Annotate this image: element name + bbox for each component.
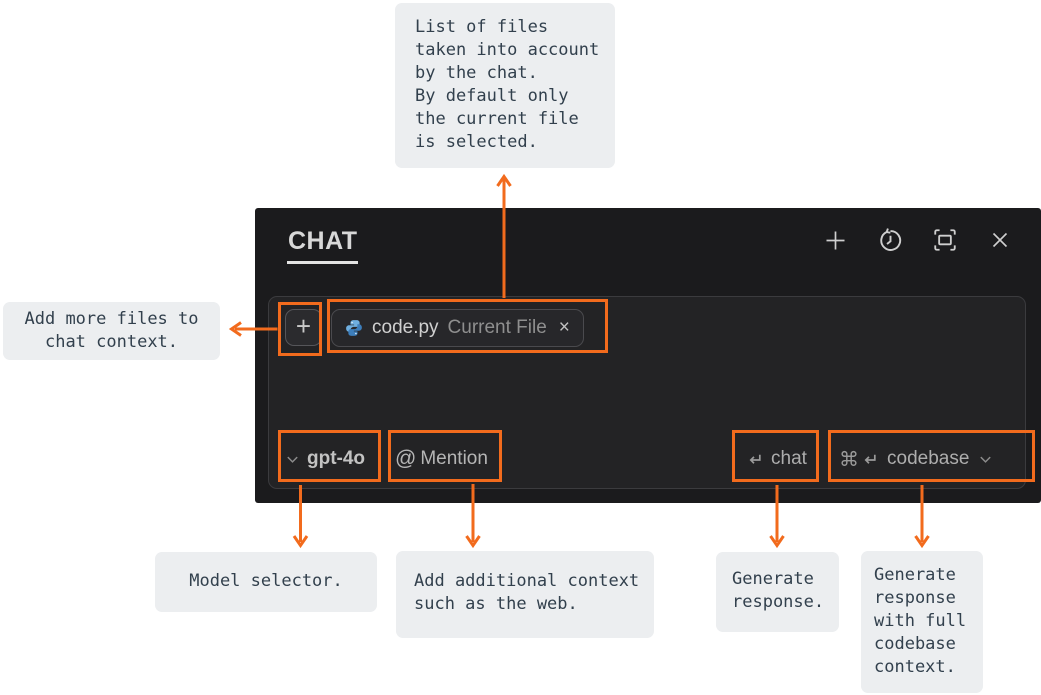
chevron-down-icon (978, 452, 993, 467)
chip-remove-icon[interactable]: × (558, 317, 570, 338)
command-key-icon: ⌘ (839, 447, 859, 471)
mention-note: Add additional context such as the web. (396, 551, 654, 638)
return-key-icon (861, 451, 878, 468)
header-icons (821, 226, 1014, 254)
expand-icon[interactable] (931, 226, 959, 254)
chat-input-container[interactable]: + code.py Current File × (268, 296, 1026, 489)
add-files-note: Add more files to chat context. (3, 302, 220, 360)
mention-label: Mention (420, 448, 488, 469)
chat-panel: CHAT (255, 208, 1041, 503)
close-icon[interactable] (986, 226, 1014, 254)
chat-submit-button[interactable]: chat (746, 443, 807, 475)
chevron-down-icon (285, 452, 300, 467)
codebase-submit-button[interactable]: ⌘ codebase (839, 443, 993, 475)
panel-title: CHAT (288, 227, 358, 255)
mention-button[interactable]: @ Mention (395, 443, 488, 475)
model-selector-note: Model selector. (155, 552, 377, 612)
return-key-icon (746, 451, 763, 468)
new-chat-plus-icon[interactable] (821, 226, 849, 254)
chip-filename: code.py (372, 317, 439, 338)
history-icon[interactable] (876, 226, 904, 254)
title-underline (287, 261, 358, 264)
chip-current-file-tag: Current File (447, 317, 547, 338)
files-note: List of files taken into account by the … (395, 3, 615, 168)
at-icon: @ (395, 447, 417, 470)
chat-submit-label: chat (771, 448, 807, 469)
add-file-button[interactable]: + (285, 309, 322, 346)
model-selector-button[interactable]: gpt-4o (285, 443, 365, 475)
model-selector-label: gpt-4o (307, 448, 366, 469)
codebase-submit-label: codebase (887, 448, 970, 469)
current-file-chip[interactable]: code.py Current File × (331, 309, 584, 347)
chat-note: Generate response. (716, 552, 839, 632)
codebase-note: Generate response with full codebase con… (861, 551, 983, 693)
python-icon (345, 319, 363, 337)
